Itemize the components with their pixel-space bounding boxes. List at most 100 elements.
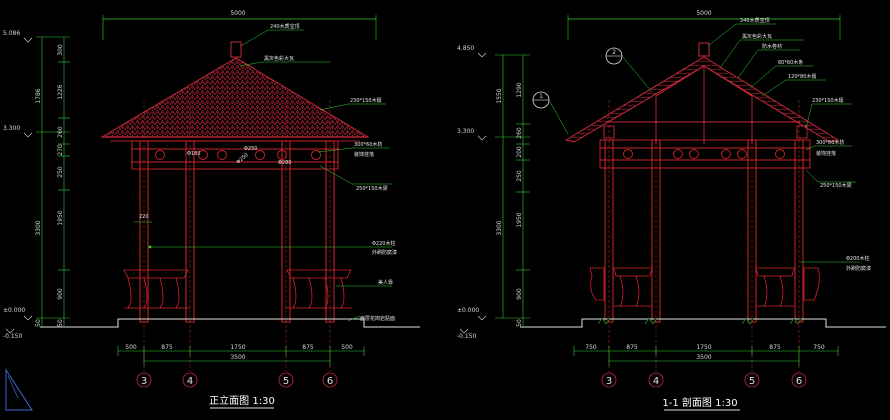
front-vdim-1226: 1226: [57, 84, 64, 99]
front-callout-tile: 黑灰色彩大瓦: [264, 55, 294, 62]
section-marker-1: 1: [539, 93, 543, 100]
front-hdim-5: 500: [341, 344, 353, 351]
front-callout-lintel: 300*60木枋: [354, 141, 382, 148]
section-vertical-dim-labels: 1550 3300 1290 260 200 250 1950 900 50: [496, 82, 523, 327]
section-level-eave: 3.300: [457, 128, 474, 135]
section-hdim-4: 875: [769, 344, 781, 351]
front-vdim-50-outer: 50: [35, 319, 42, 327]
section-columns: [604, 139, 804, 323]
front-level-eave: 3.300: [3, 125, 20, 132]
section-axis-bubbles: 3 4 5 6: [601, 372, 807, 388]
section-bottom-dims: 750 875 1750 875 750 3500: [573, 344, 839, 366]
front-callout-bench: 美人靠: [378, 279, 393, 286]
section-view: 5000: [457, 10, 886, 411]
section-hdim-2: 875: [626, 344, 638, 351]
section-total-width: 3500: [696, 354, 711, 361]
front-hdim-1: 500: [125, 344, 137, 351]
section-marker-2: 2: [612, 49, 616, 56]
front-benches: [123, 269, 352, 309]
section-ground-line: [520, 318, 886, 328]
front-level-zero: ±0.000: [3, 307, 25, 314]
front-axis-lines: [143, 100, 331, 372]
section-axis-6: 6: [796, 376, 802, 387]
section-axis-lines: [608, 100, 800, 372]
front-hdim-2: 875: [161, 344, 173, 351]
section-callout-column: Φ200木柱: [846, 255, 869, 262]
front-roof-finial: [230, 41, 242, 58]
section-beams: [599, 139, 811, 169]
front-vdim-300: 300: [57, 44, 64, 56]
section-top-dimension: 5000: [567, 10, 841, 40]
section-vdim-1550: 1550: [496, 88, 503, 103]
section-hdim-5: 750: [813, 344, 825, 351]
section-vdim-260: 260: [516, 127, 523, 139]
front-hdim-3: 1750: [230, 344, 245, 351]
section-vdim-50: 50: [516, 319, 523, 327]
front-elevation-title: 正立面图 1:30: [209, 394, 275, 407]
front-axis-5: 5: [283, 376, 289, 387]
section-vertical-dims: [495, 54, 530, 327]
front-small-dim-d: Φ280: [278, 160, 291, 166]
front-callout-paint: 外刷防腐漆: [372, 249, 397, 256]
section-overall-width: 5000: [696, 10, 711, 17]
section-hdim-1: 750: [585, 344, 597, 351]
section-level-top: 4.850: [457, 45, 474, 52]
section-vdim-1950: 1950: [516, 212, 523, 227]
front-beams: [131, 140, 339, 170]
front-level-top: 5.086: [3, 30, 20, 37]
section-callout-strip: 80*60木条: [778, 59, 803, 66]
section-callout-paint: 外刷防腐漆: [846, 265, 871, 272]
section-roof: [564, 56, 840, 143]
front-vdim-900: 900: [57, 288, 64, 300]
front-small-dim-c: Φ250: [244, 146, 257, 152]
front-axis-bubbles: 3 4 5 6: [136, 372, 338, 388]
section-vdim-250: 250: [516, 170, 523, 182]
front-roof: [100, 57, 370, 138]
front-callout-column: Φ220木柱: [372, 240, 395, 247]
section-callout-finial: 240木质宝顶: [740, 17, 770, 24]
front-elevation: 5000: [3, 10, 420, 409]
section-axis-4: 4: [653, 376, 659, 387]
section-vdim-200: 200: [516, 146, 523, 158]
front-vdim-1786: 1786: [35, 88, 42, 103]
corner-triangle-icon: [5, 368, 33, 411]
section-level-zero: ±0.000: [457, 307, 479, 314]
section-callout-lintel: 300*60木枋: [816, 139, 844, 146]
section-callout-beam: 250*150木梁: [820, 182, 852, 189]
section-callout-purlin-small: 120*80木檩: [788, 73, 816, 80]
front-vdim-1950: 1950: [57, 210, 64, 225]
section-benches: [589, 267, 820, 307]
section-vdim-1290: 1290: [516, 82, 523, 97]
front-vdim-260: 260: [57, 126, 64, 138]
front-levels: 5.086 3.300 ±0.000 -0.150: [3, 30, 33, 340]
front-axis-4: 4: [187, 376, 193, 387]
front-callouts: 240木质宝顶 黑灰色彩大瓦 230*150木檩 300*60木枋 装饰挂落 2…: [148, 23, 397, 322]
front-callout-hanging: 装饰挂落: [354, 151, 374, 158]
front-vdim-50: 50: [57, 319, 64, 327]
section-level-minus: -0.150: [457, 333, 477, 340]
front-callout-purlin: 230*150木檩: [350, 97, 382, 104]
front-small-dim-220: 220: [139, 214, 149, 220]
front-vdim-3300: 3300: [35, 220, 42, 235]
front-level-minus: -0.150: [3, 333, 23, 340]
front-vdim-270: 270: [57, 144, 64, 156]
front-total-width: 3500: [230, 354, 245, 361]
section-vdim-3300: 3300: [496, 220, 503, 235]
section-callout-hanging: 装饰挂落: [816, 150, 836, 157]
front-top-dimension: 5000: [102, 10, 377, 40]
front-vertical-dim-labels: 1786 3300 50 300 1226 260 270 250 1950 9…: [35, 44, 64, 327]
front-axis-6: 6: [327, 376, 333, 387]
front-callout-beam: 250*150木梁: [356, 185, 388, 192]
front-hdim-4: 875: [302, 344, 314, 351]
section-detail-markers: 1 2: [532, 47, 653, 135]
front-vdim-250: 250: [57, 166, 64, 178]
front-callout-finial: 240木质宝顶: [270, 23, 300, 30]
section-axis-3: 3: [606, 376, 612, 387]
front-vertical-dims: [36, 36, 70, 327]
section-vdim-900: 900: [516, 288, 523, 300]
front-ground-line: [40, 318, 420, 328]
section-callout-tile: 黑灰色彩大瓦: [742, 33, 772, 40]
front-small-dim-a: Φ180: [187, 151, 200, 157]
front-callout-paving: 面层花岗岩贴面: [360, 315, 395, 322]
